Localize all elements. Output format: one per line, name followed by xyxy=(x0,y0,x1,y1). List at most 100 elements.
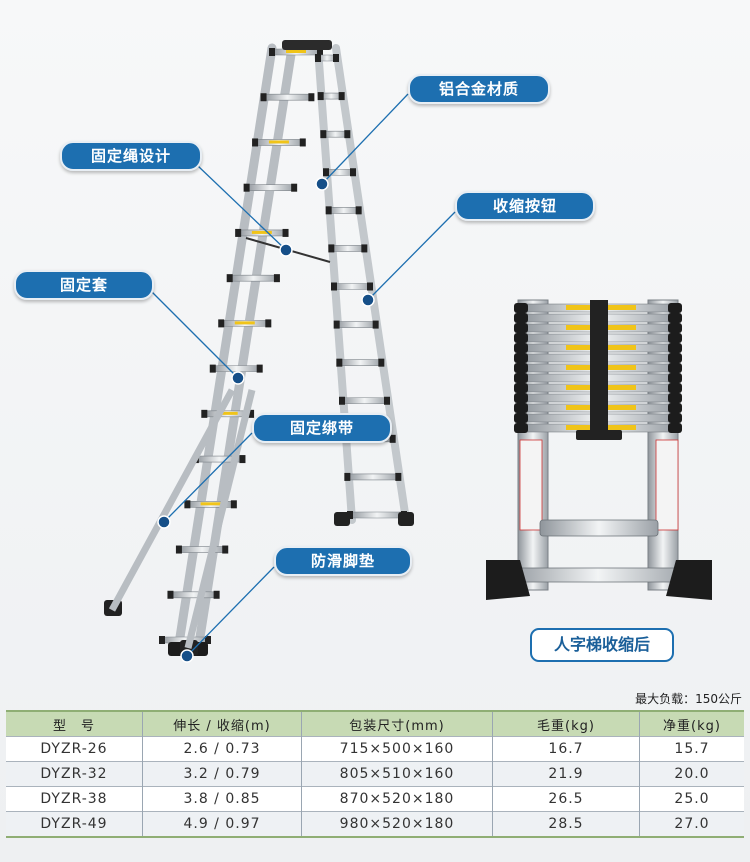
back-rung xyxy=(336,321,376,328)
front-rung xyxy=(263,93,312,101)
rung-cap xyxy=(514,393,528,403)
base-rung xyxy=(539,519,659,537)
rung-cap xyxy=(514,333,528,343)
rung-cap xyxy=(184,500,191,509)
foot-pad xyxy=(334,512,350,526)
warning-label xyxy=(608,305,636,310)
rung-cap xyxy=(269,48,275,56)
front-rung xyxy=(178,546,226,553)
warning-label xyxy=(566,305,594,310)
leader-line xyxy=(163,432,253,523)
base-bar xyxy=(504,567,692,583)
leader-line xyxy=(197,165,287,251)
cell-length: 3.8 / 0.85 xyxy=(142,786,302,812)
warning-label xyxy=(566,385,594,390)
rung-cap xyxy=(235,228,242,237)
rung-cap xyxy=(336,358,343,367)
rung-cap xyxy=(226,274,233,283)
rung-cap xyxy=(378,358,385,367)
rung-cap xyxy=(331,282,337,291)
back-rung xyxy=(333,283,371,290)
back-rung xyxy=(320,92,342,100)
table-row: DYZR-38 3.8 / 0.85 870×520×180 26.5 25.0 xyxy=(6,786,744,812)
warning-label xyxy=(268,140,289,144)
leader-line xyxy=(186,566,275,657)
rung-cap xyxy=(668,373,682,383)
cell-model: DYZR-38 xyxy=(40,791,108,807)
rung-cap xyxy=(265,319,272,328)
max-load-label: 最大负载：150公斤 xyxy=(635,692,742,706)
leader-line xyxy=(321,93,409,185)
cell-gross-weight: 26.5 xyxy=(492,786,640,812)
rung-cap xyxy=(668,343,682,353)
leader-line xyxy=(367,211,456,301)
warning-label xyxy=(608,345,636,350)
cell-net-weight: 15.7 xyxy=(639,736,744,762)
rung-cap xyxy=(248,409,255,418)
table-row: DYZR-49 4.9 / 0.97 980×520×180 28.5 27.0 xyxy=(6,811,744,837)
leader-dot xyxy=(315,177,329,191)
back-rung xyxy=(323,130,348,138)
rung-cap xyxy=(514,373,528,383)
rung-cap xyxy=(320,130,327,139)
back-rung xyxy=(331,245,365,252)
warning-label xyxy=(217,411,238,415)
rung-cap xyxy=(668,353,682,363)
rung-cap xyxy=(282,228,289,237)
back-rung xyxy=(341,397,388,405)
rung-cap xyxy=(167,590,174,599)
front-rail-left xyxy=(173,43,277,655)
cell-length: 3.2 / 0.79 xyxy=(142,761,302,787)
table-row: DYZR-32 3.2 / 0.79 805×510×160 21.9 20.0 xyxy=(6,761,744,787)
rung-cap xyxy=(668,383,682,393)
cell-package: 715×500×160 xyxy=(301,736,493,762)
rung-cap xyxy=(668,423,682,433)
rung-cap xyxy=(384,396,390,405)
rung-cap xyxy=(372,320,379,329)
back-rung xyxy=(325,168,354,176)
leader-dot xyxy=(361,293,375,307)
header-package: 包装尺寸(mm) xyxy=(301,711,493,737)
rung-cap xyxy=(159,636,165,644)
warning-label xyxy=(286,50,306,53)
spec-table: 型 号 伸长 / 收缩(m) 包装尺寸(mm) 毛重(kg) 净重(kg) DY… xyxy=(6,710,744,838)
rung-cap xyxy=(668,363,682,373)
strap-handle xyxy=(576,430,622,440)
rung-cap xyxy=(514,303,528,313)
rung-cap xyxy=(291,183,298,192)
front-rung xyxy=(170,591,217,599)
warning-label xyxy=(200,502,221,506)
rung-cap xyxy=(243,183,250,192)
warning-label xyxy=(566,425,594,430)
leader-dot xyxy=(279,243,293,257)
rung-cap xyxy=(514,363,528,373)
header-gross-weight: 毛重(kg) xyxy=(492,711,640,737)
rung-cap xyxy=(175,545,182,554)
rung-cap xyxy=(514,403,528,413)
rung-cap xyxy=(668,303,682,313)
cell-gross-weight: 28.5 xyxy=(492,811,640,837)
front-rung xyxy=(246,184,295,191)
rung-cap xyxy=(317,48,323,56)
warning-label xyxy=(608,405,636,410)
front-rung xyxy=(212,365,260,372)
product-figure: 铝合金材质 固定绳设计 收缩按钮 固定套 固定绑带 防滑脚垫 人字梯收缩后 xyxy=(14,40,712,663)
rung-cap xyxy=(514,413,528,423)
leader-dot xyxy=(231,371,245,385)
table-row: DYZR-26 2.6 / 0.73 715×500×160 16.7 15.7 xyxy=(6,736,744,762)
warning-label xyxy=(608,325,636,330)
collapsed-caption: 人字梯收缩后 xyxy=(530,628,674,662)
cell-net-weight: 25.0 xyxy=(639,786,744,812)
rung-cap xyxy=(350,168,356,177)
rung-cap xyxy=(389,434,396,443)
rung-cap xyxy=(209,364,216,373)
rung-cap xyxy=(325,206,332,215)
rung-cap xyxy=(230,500,237,509)
rung-cap xyxy=(256,364,263,373)
rung-cap xyxy=(514,383,528,393)
rung-cap xyxy=(333,320,340,329)
cell-gross-weight: 16.7 xyxy=(492,736,640,762)
rung-cap xyxy=(367,282,373,291)
foot-pad xyxy=(398,512,414,526)
rung-cap xyxy=(668,393,682,403)
